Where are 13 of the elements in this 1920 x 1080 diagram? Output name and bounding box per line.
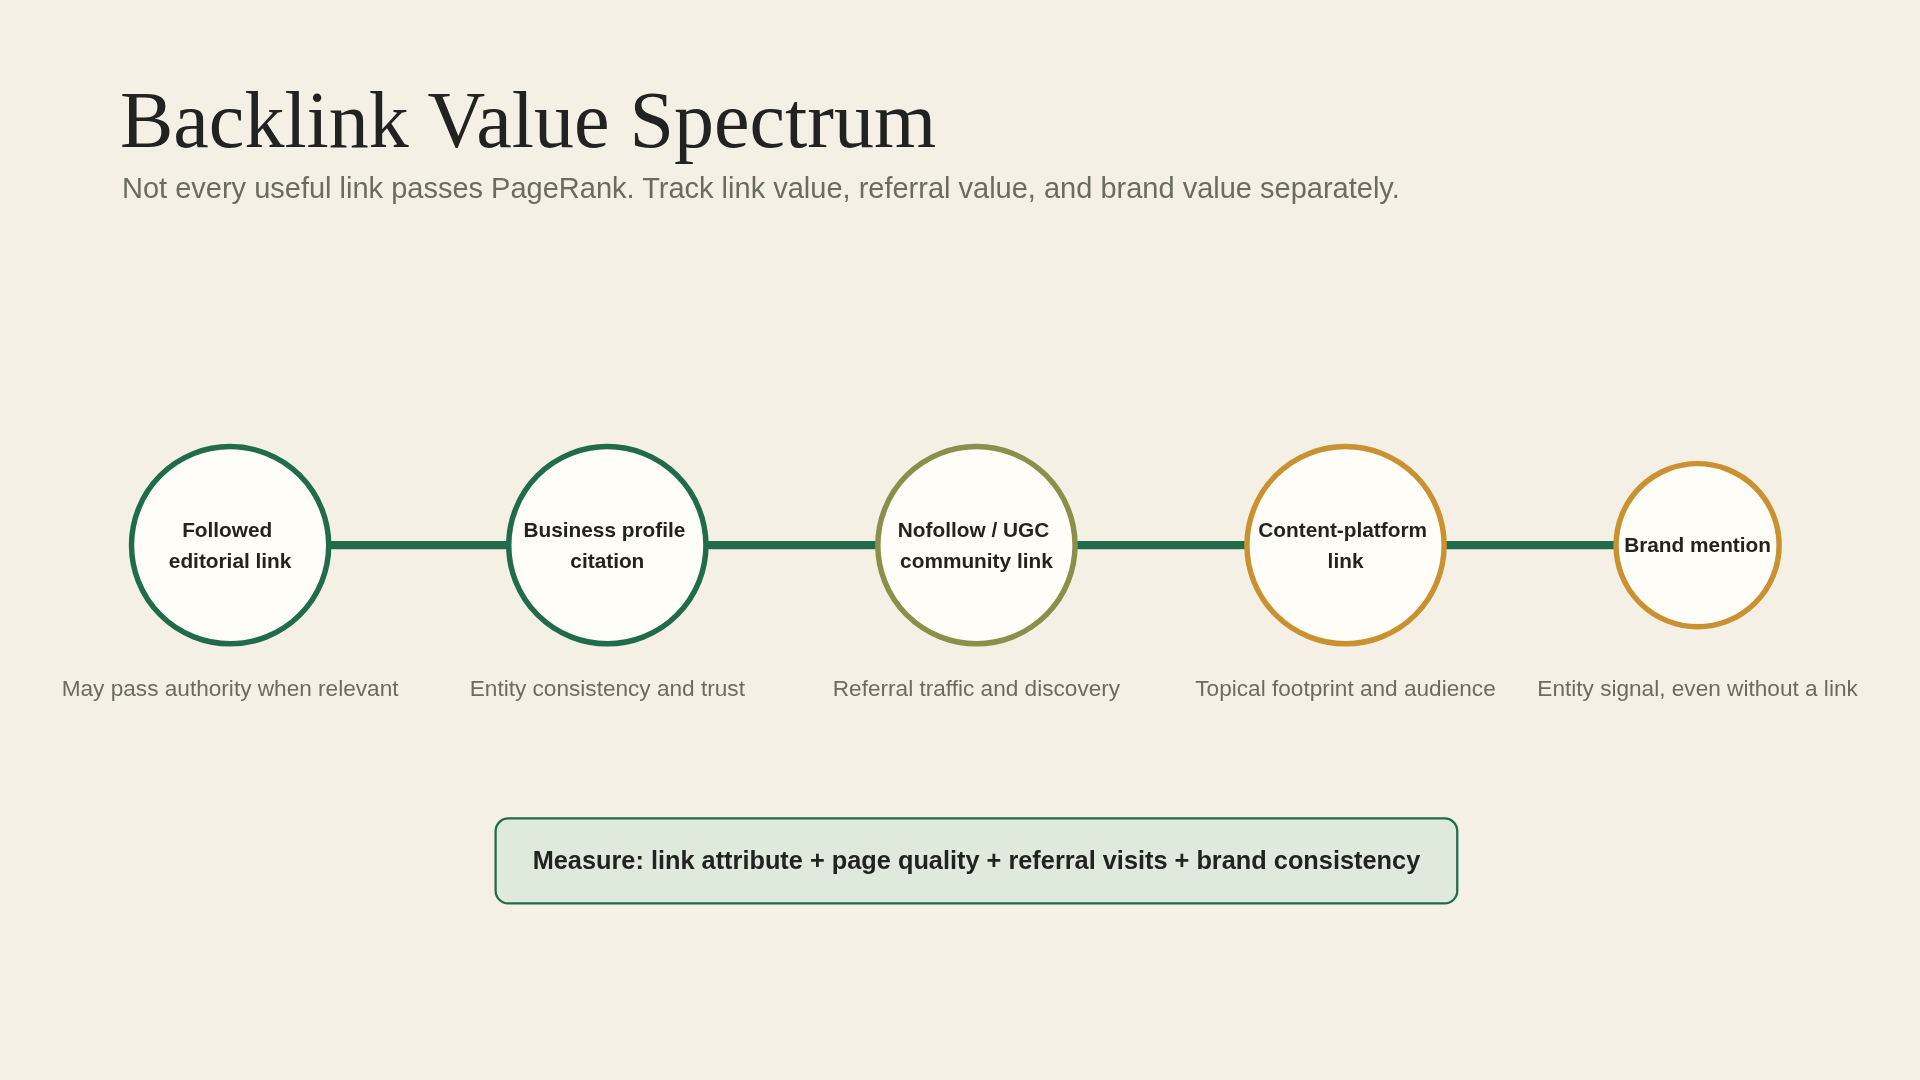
- node-circle: Content-platform link: [1244, 443, 1447, 647]
- node-circle: Business profile citation: [506, 443, 709, 647]
- node-circle: Nofollow / UGC community link: [875, 443, 1078, 647]
- node-box: Measure: link attribute + page quality + referral visits + brand consistency: [494, 817, 1459, 905]
- node-caption: May pass authority when relevant: [61, 676, 399, 702]
- subtitle: Not every useful link passes PageRank. Track link value, referral value, and brand value separately.: [122, 172, 1400, 205]
- node-circle: Followed editorial link: [128, 443, 332, 647]
- node-caption: Entity signal, even without a link: [1537, 676, 1858, 702]
- node-caption: Entity consistency and trust: [469, 676, 745, 702]
- node-caption: Topical footprint and audience: [1195, 676, 1496, 702]
- title: Backlink Value Spectrum: [120, 78, 937, 162]
- node-circle: Brand mention: [1613, 460, 1782, 630]
- node-caption: Referral traffic and discovery: [832, 676, 1121, 702]
